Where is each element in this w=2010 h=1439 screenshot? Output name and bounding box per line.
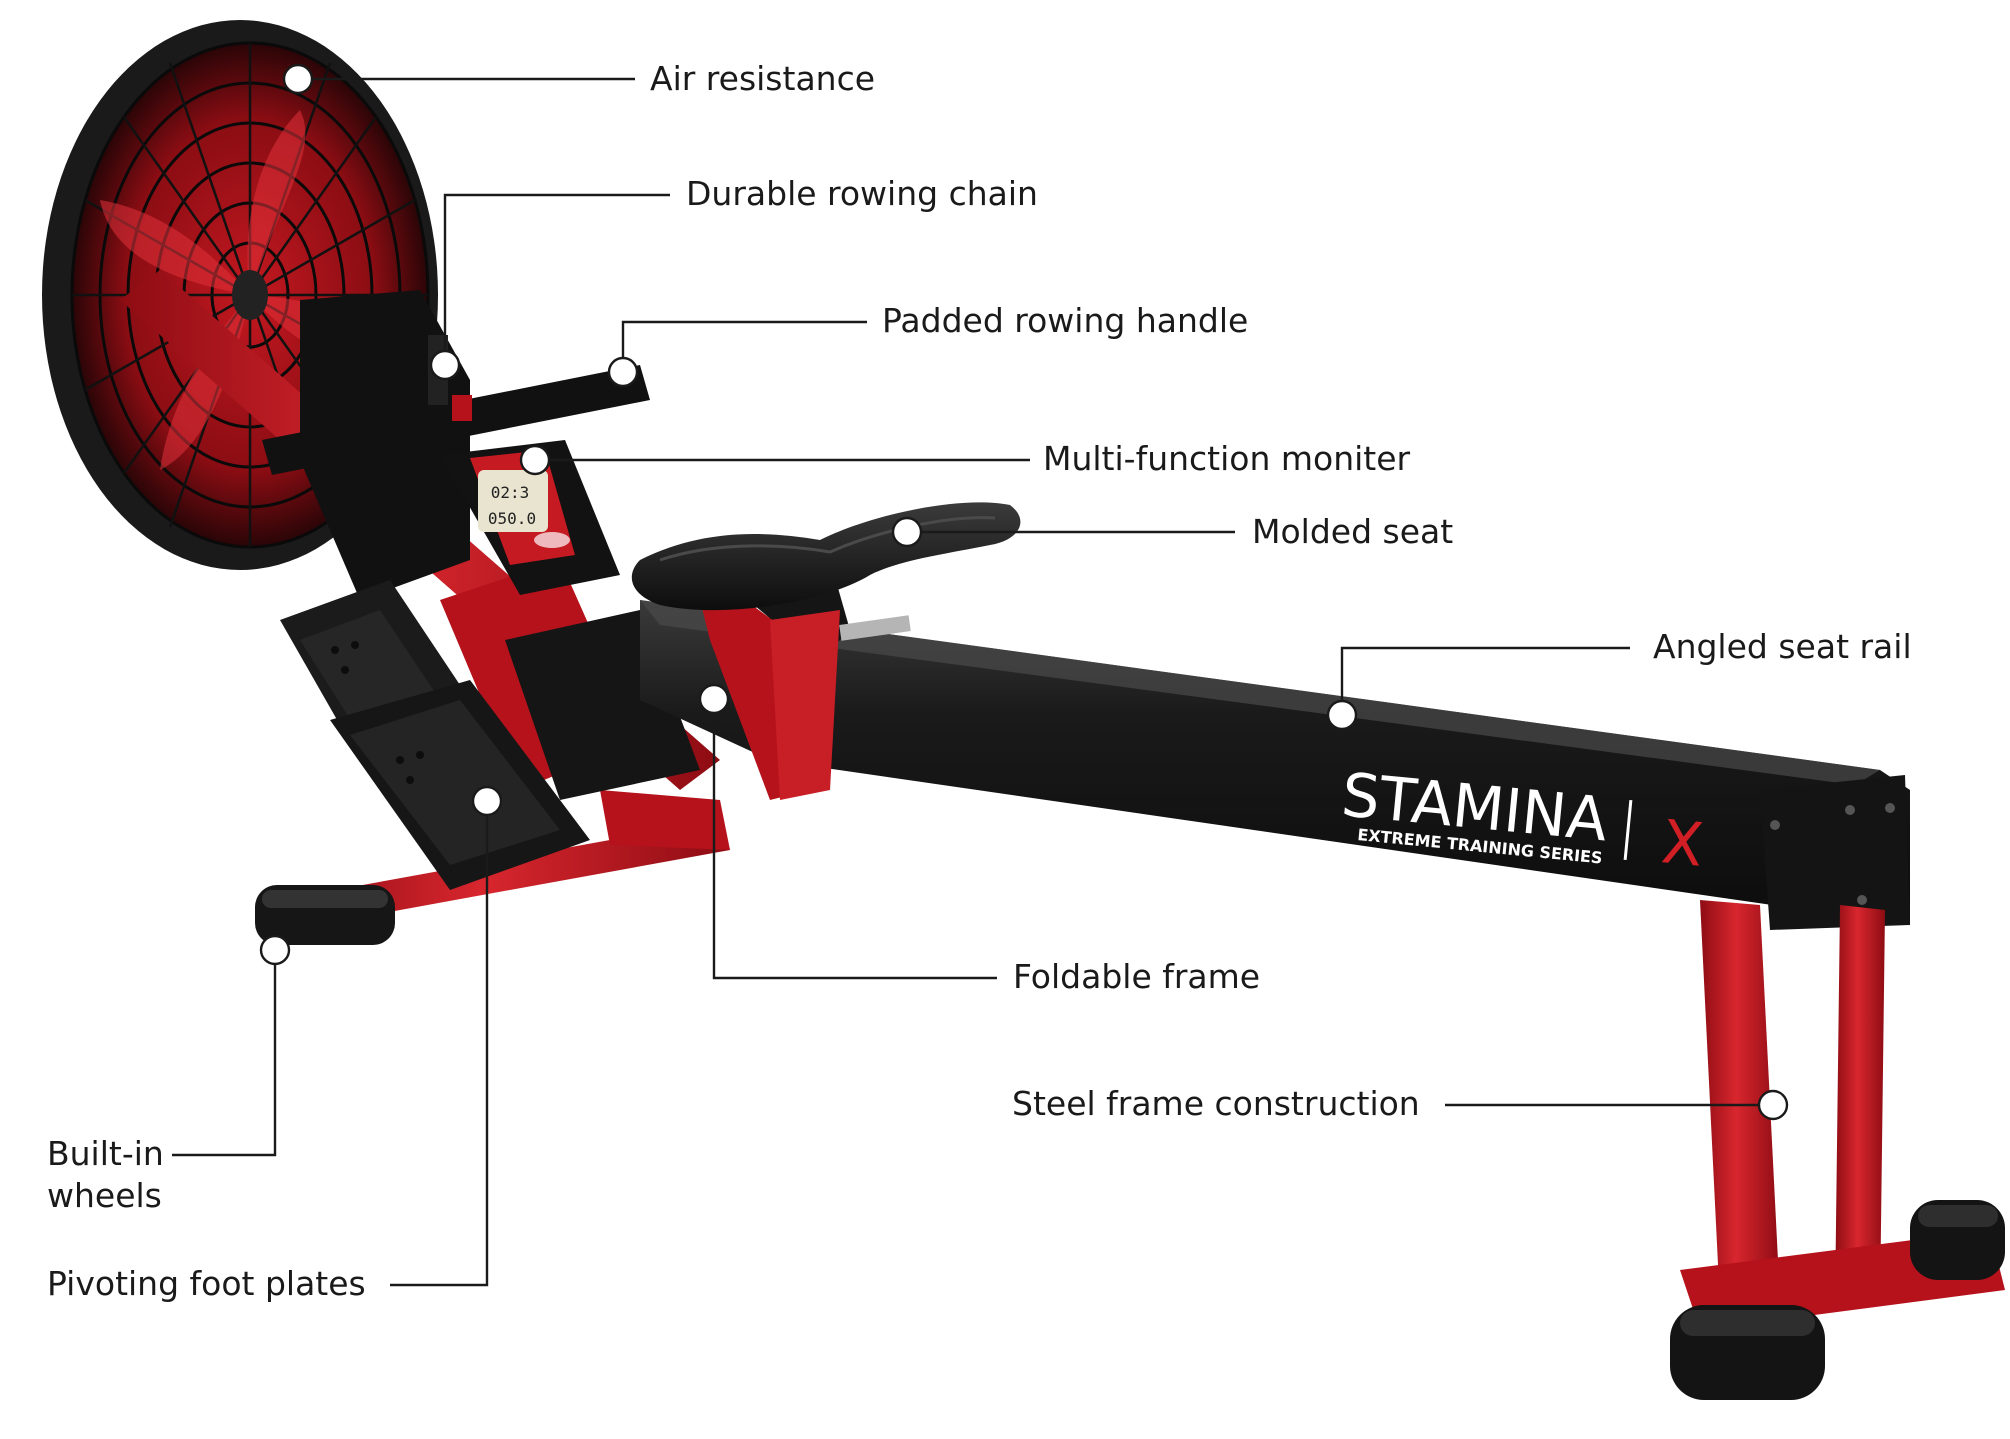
label-pivoting-foot-plates: Pivoting foot plates — [47, 1264, 366, 1303]
leader-built-in-wheels — [172, 950, 277, 1157]
dot-built-in-wheels — [259, 934, 291, 966]
label-steel-frame-construction: Steel frame construction — [1012, 1084, 1420, 1123]
label-angled-seat-rail: Angled seat rail — [1653, 627, 1912, 666]
monitor: 02:3 050.0 — [440, 440, 620, 595]
callout-dots — [259, 63, 1789, 1121]
leader-angled-seat-rail — [1340, 646, 1630, 715]
leader-durable-rowing-chain — [443, 193, 670, 365]
seat-rail: STAMINA X EXTREME TRAINING SERIES — [640, 600, 1910, 930]
dot-steel-frame-construction — [1757, 1089, 1789, 1121]
seat — [631, 502, 1021, 800]
label-padded-rowing-handle: Padded rowing handle — [882, 301, 1249, 340]
label-durable-rowing-chain: Durable rowing chain — [686, 174, 1038, 213]
monitor-screen — [478, 470, 548, 532]
dot-air-resistance — [282, 63, 314, 95]
front-stabilizer — [255, 790, 730, 945]
dot-angled-seat-rail — [1326, 699, 1358, 731]
monitor-mode-button — [534, 532, 570, 548]
seat-cushion — [631, 502, 1021, 611]
label-molded-seat: Molded seat — [1252, 512, 1454, 551]
dot-pivoting-foot-plates — [471, 785, 503, 817]
foot-plates — [280, 580, 590, 890]
dot-foldable-frame — [698, 683, 730, 715]
dot-padded-rowing-handle — [607, 356, 639, 388]
leader-padded-rowing-handle — [621, 320, 867, 372]
label-air-resistance: Air resistance — [650, 59, 876, 98]
leader-pivoting-foot-plates — [390, 801, 489, 1287]
brand-logo-mark: X — [1659, 807, 1707, 881]
leader-foldable-frame — [712, 699, 997, 980]
monitor-readout-2: 050.0 — [488, 509, 536, 528]
dot-molded-seat — [891, 516, 923, 548]
rear-legs — [1670, 900, 2005, 1400]
fan-hub — [232, 270, 268, 320]
dot-durable-rowing-chain — [429, 349, 461, 381]
callout-leaders — [172, 77, 1773, 1287]
monitor-readout-1: 02:3 — [491, 483, 530, 502]
dot-multi-function-monitor — [519, 444, 551, 476]
label-multi-function-monitor: Multi-function moniter — [1043, 439, 1411, 478]
label-foldable-frame: Foldable frame — [1013, 957, 1261, 996]
label-built-in-wheels: Built-in wheels — [47, 1134, 164, 1215]
